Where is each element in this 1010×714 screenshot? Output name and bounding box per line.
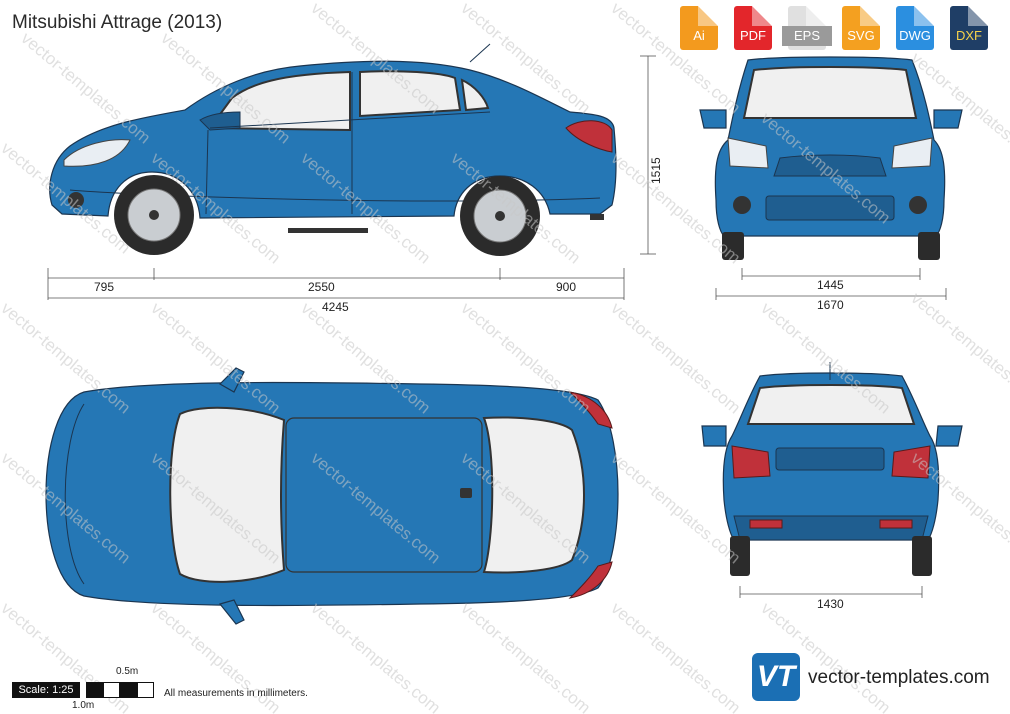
ai-format-icon[interactable]: Ai xyxy=(674,6,724,50)
svg-text:vector-templates.com: vector-templates.com xyxy=(0,299,134,418)
dxf-format-icon[interactable]: DXF xyxy=(944,6,994,50)
side-dimensions: 795 2550 900 4245 1515 xyxy=(47,55,663,314)
front-overhang-label: 795 xyxy=(94,280,114,294)
svg-text:vector-templates.com: vector-templates.com xyxy=(607,599,744,714)
svg-text:vector-templates.com: vector-templates.com xyxy=(457,599,594,714)
eps-format-icon[interactable]: EPS xyxy=(782,6,832,50)
svg-text:vector-templates.com: vector-templates.com xyxy=(607,0,744,118)
svg-text:vector-templates.com: vector-templates.com xyxy=(307,599,444,714)
site-link[interactable]: vector-templates.com xyxy=(808,667,990,688)
rear-view xyxy=(701,362,963,576)
front-wheel-side xyxy=(114,175,194,255)
front-view xyxy=(699,56,963,260)
svg-text:vector-templates.com: vector-templates.com xyxy=(17,29,154,148)
vt-logo-icon[interactable]: VT xyxy=(752,653,800,701)
width-label: 1670 xyxy=(817,298,844,312)
svg-text:vector-templates.com: vector-templates.com xyxy=(907,289,1010,408)
format-icons: Ai PDF EPS SVG DWG DXF xyxy=(674,6,994,50)
rear-track-label: 1430 xyxy=(817,597,844,611)
pdf-format-icon[interactable]: PDF xyxy=(728,6,778,50)
front-track-label: 1445 xyxy=(817,278,844,292)
rear-dimensions: 1430 xyxy=(739,586,923,611)
svg-text:vector-templates.com: vector-templates.com xyxy=(607,299,744,418)
top-view xyxy=(45,367,619,625)
scale-label: Scale: 1:25 xyxy=(12,682,80,698)
height-label: 1515 xyxy=(649,157,663,184)
side-view xyxy=(49,43,617,256)
measurement-note: All measurements in millimeters. xyxy=(164,688,308,699)
scale-half-label: 0.5m xyxy=(116,666,139,677)
length-label: 4245 xyxy=(322,300,349,314)
scale-full-label: 1.0m xyxy=(72,700,95,711)
front-dimensions: 1445 1670 xyxy=(715,268,947,312)
page-title: Mitsubishi Attrage (2013) xyxy=(12,12,223,33)
scale-bar xyxy=(86,682,154,698)
dwg-format-icon[interactable]: DWG xyxy=(890,6,940,50)
svg-format-icon[interactable]: SVG xyxy=(836,6,886,50)
rear-wheel-side xyxy=(460,176,540,256)
rear-overhang-label: 900 xyxy=(556,280,576,294)
wheelbase-label: 2550 xyxy=(308,280,335,294)
